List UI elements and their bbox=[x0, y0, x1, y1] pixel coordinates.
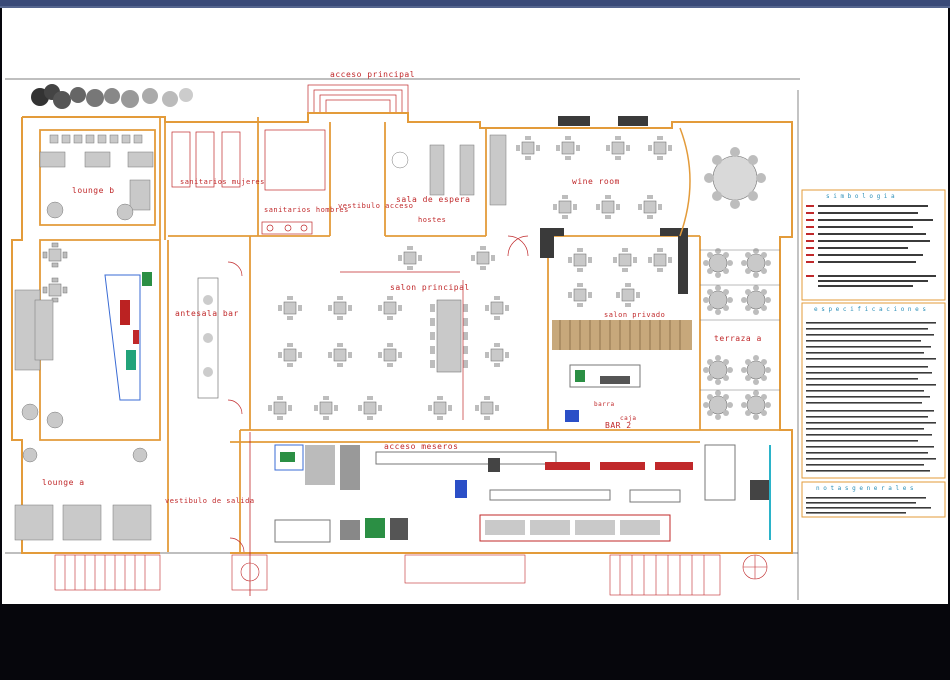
label-lounge-b: lounge b bbox=[72, 186, 115, 195]
label-sanitarios-hombres: sanitarios hombres bbox=[264, 206, 349, 214]
kitchen-equipment bbox=[274, 364, 771, 543]
label-salon-principal: salon principal bbox=[390, 283, 470, 292]
interior-walls bbox=[39, 117, 790, 553]
label-hostes: hostes bbox=[418, 216, 446, 224]
legend-title-especificaciones: e s p e c i f i c a c i o n e s bbox=[814, 306, 926, 313]
trees bbox=[31, 84, 193, 109]
label-terraza-a: terraza a bbox=[714, 334, 762, 343]
label-antesala-bar: antesala bar bbox=[175, 309, 239, 318]
lounge-a-furniture bbox=[14, 447, 152, 541]
antesala-bar-fixtures bbox=[104, 272, 219, 401]
lounge-b-furniture bbox=[14, 134, 154, 429]
salon-privado-tables bbox=[552, 247, 692, 350]
wine-room-apse bbox=[679, 127, 691, 237]
label-barra: barra bbox=[594, 401, 615, 408]
exterior-stairs bbox=[54, 554, 768, 596]
label-sala-de-espera: sala de espera bbox=[396, 195, 470, 204]
label-vestibulo-acceso: vestibulo acceso bbox=[338, 202, 413, 210]
legend-title-notas: n o t a s g e n e r a l e s bbox=[816, 485, 914, 492]
terraza-tables bbox=[700, 247, 780, 421]
label-vestibulo-de-salida: vestibulo de salida bbox=[165, 497, 255, 505]
label-caja: caja bbox=[620, 415, 636, 422]
label-acceso-meseros: acceso meseros bbox=[384, 442, 458, 451]
label-salon-privado: salon privado bbox=[604, 311, 665, 319]
label-lounge-a: lounge a bbox=[42, 478, 85, 487]
entrance-steps bbox=[307, 84, 409, 114]
model-space-background bbox=[0, 604, 950, 680]
columns bbox=[540, 116, 688, 294]
label-bar-2: BAR 2 bbox=[605, 421, 632, 430]
legend bbox=[801, 189, 946, 518]
salon-principal-tables bbox=[267, 245, 510, 421]
window-title-bar-edge bbox=[0, 6, 950, 8]
wine-room-tables bbox=[515, 135, 766, 220]
sala-de-espera-furniture bbox=[391, 134, 507, 206]
door-swings bbox=[227, 235, 529, 596]
label-sanitarios-mujeres: sanitarios mujeres bbox=[180, 178, 265, 186]
window-title-bar bbox=[0, 0, 950, 6]
sanitarios-fixtures bbox=[171, 129, 326, 235]
label-wine-room: wine room bbox=[572, 177, 620, 186]
legend-title-simbologia: s i m b o l o g i a bbox=[826, 193, 895, 200]
label-acceso-principal: acceso principal bbox=[330, 70, 415, 79]
